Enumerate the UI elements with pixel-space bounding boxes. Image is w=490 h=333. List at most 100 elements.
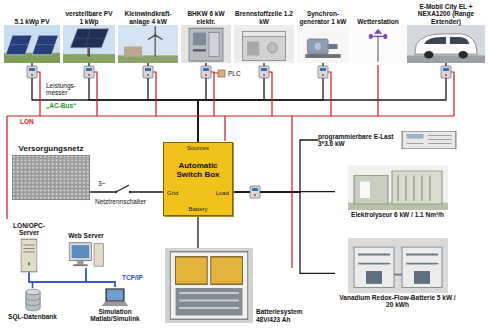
bus-label: „AC-Bus“ [46, 102, 76, 109]
node-label: programmierbare E-Last [318, 133, 396, 140]
electrolyser-picture [348, 165, 448, 210]
generator-picture [297, 25, 349, 63]
e-car-picture [407, 25, 485, 63]
battery-system-picture [165, 248, 253, 323]
disconnect-switch [112, 185, 134, 196]
device-label: Brennstoffzelle 1.2 kW [234, 10, 294, 25]
port-label: Sources [187, 145, 209, 152]
network-line [86, 268, 115, 287]
pv-array-picture [4, 25, 60, 63]
label-holder: BHKW 6 kW elektr. [181, 2, 231, 25]
electronic-load: programmierbare E-Last3*3.6 kW [318, 130, 458, 150]
e-car: E-Mobil City EL + NEXA1200 (Range Extend… [407, 2, 485, 63]
fuel-cell: Brennstoffzelle 1.2 kW [234, 2, 294, 63]
flow-battery-picture [348, 238, 448, 293]
opc-server-picture [11, 238, 47, 273]
simulation-pc-picture [95, 287, 135, 307]
electrolyser-picture [348, 165, 448, 210]
node-label: Batteriesystem 48V/423 Ah [256, 308, 315, 323]
label-holder: verstellbare PV 1 kWp [63, 2, 115, 25]
simulation-pc: Simulation Matlab/Simulink [75, 287, 155, 323]
electronic-load-picture [401, 130, 457, 150]
simulation-pc-picture [95, 287, 135, 307]
chp-unit-picture [181, 25, 231, 63]
switch-label: Netztrennschalter [95, 198, 146, 205]
database-picture [15, 288, 51, 312]
network-line [29, 273, 115, 288]
node-label: Vanadium Redox-Flow-Batterie 5 kW / 20 k… [335, 294, 460, 309]
lon-bus [7, 65, 454, 268]
phase-label: 3~ [98, 180, 105, 187]
chp-unit-picture [181, 25, 231, 63]
label-holder: 5.1 kWp PV [4, 2, 60, 25]
network-line [33, 268, 87, 288]
label-holder: E-Mobil City EL + NEXA1200 (Range Extend… [407, 2, 485, 25]
port-row: Grid Load [167, 190, 229, 197]
fuel-cell-picture [234, 25, 294, 63]
node-label: Simulation Matlab/Simulink [75, 308, 155, 323]
device-label: BHKW 6 kW elektr. [181, 10, 231, 25]
generator: Synchron- generator 1 kW [297, 2, 349, 63]
web-server-picture [66, 240, 106, 268]
weather-station-picture [352, 25, 404, 63]
ac-bus-line [198, 63, 264, 142]
web-server: Web Server [62, 232, 110, 268]
ac-bus-line [148, 63, 198, 142]
electronic-load-picture [401, 130, 457, 150]
device-label: verstellbare PV 1 kWp [63, 10, 115, 25]
device-label: E-Mobil City EL + NEXA1200 (Range Extend… [407, 3, 485, 25]
generator-picture [297, 25, 349, 63]
wind-turbine-picture [118, 25, 178, 63]
device-label: Synchron- generator 1 kW [297, 10, 349, 25]
grid-supply-picture [12, 155, 90, 200]
database-picture [15, 288, 51, 312]
tracking-pv-picture [63, 25, 115, 63]
ac-bus-line [198, 63, 446, 142]
tracking-pv-picture [63, 25, 115, 63]
e-car-picture [407, 25, 485, 63]
node-label: Web Server [62, 232, 110, 239]
port-label: Grid [167, 190, 178, 197]
pv-array: 5.1 kWp PV [4, 2, 60, 63]
label-holder: Wetterstation [352, 2, 404, 25]
wind-turbine: Kleinwindkraft- anlage 4 kW [118, 2, 178, 63]
label-holder: Brennstoffzelle 1.2 kW [234, 2, 294, 25]
node-label: LON/OPC-Server [3, 222, 55, 237]
chp-unit: BHKW 6 kW elektr. [181, 2, 231, 63]
node-label: Versorgungsnetz [12, 145, 90, 154]
port-label: Load [216, 190, 229, 197]
fuel-cell-picture [234, 25, 294, 63]
grid-supply: Versorgungsnetz [12, 145, 90, 200]
network-label: TCP/IP [122, 274, 143, 281]
battery-system: Batteriesystem 48V/423 Ah [165, 248, 315, 323]
ac-bus-line [198, 63, 323, 142]
weather-station-picture [352, 25, 404, 63]
port-label: Battery [188, 206, 207, 213]
flow-battery-picture [348, 238, 448, 293]
plc-box [218, 70, 225, 77]
switch-box: SourcesAutomatic Switch BoxGrid LoadBatte… [163, 142, 233, 216]
electrolyser: Elektrolyseur 6 kW / 1.1 Nm³/h [335, 165, 460, 218]
opc-server-picture [11, 238, 47, 273]
tracking-pv: verstellbare PV 1 kWp [63, 2, 115, 63]
battery-system-picture [165, 248, 253, 323]
database: SQL-Datenbank [5, 288, 60, 320]
lon-label: LON [20, 118, 34, 125]
label-holder: Synchron- generator 1 kW [297, 2, 349, 25]
web-server-picture [66, 240, 106, 268]
pv-array-picture [4, 25, 60, 63]
ac-bus-line [32, 63, 198, 142]
device-label: Wetterstation [352, 18, 404, 25]
plc-label: PLC [228, 70, 241, 77]
label-holder: Kleinwindkraft- anlage 4 kW [118, 2, 178, 25]
wind-turbine-picture [118, 25, 178, 63]
meter-label: Leistungs- messer [46, 82, 84, 97]
weather-station: Wetterstation [352, 2, 404, 63]
box-title: Automatic Switch Box [167, 162, 229, 180]
rating-label: 3*3.6 kW [318, 140, 396, 147]
device-label: Kleinwindkraft- anlage 4 kW [118, 10, 178, 25]
grid-supply-picture [12, 155, 90, 200]
node-label: SQL-Datenbank [5, 313, 60, 320]
opc-server: LON/OPC-Server [3, 222, 55, 273]
